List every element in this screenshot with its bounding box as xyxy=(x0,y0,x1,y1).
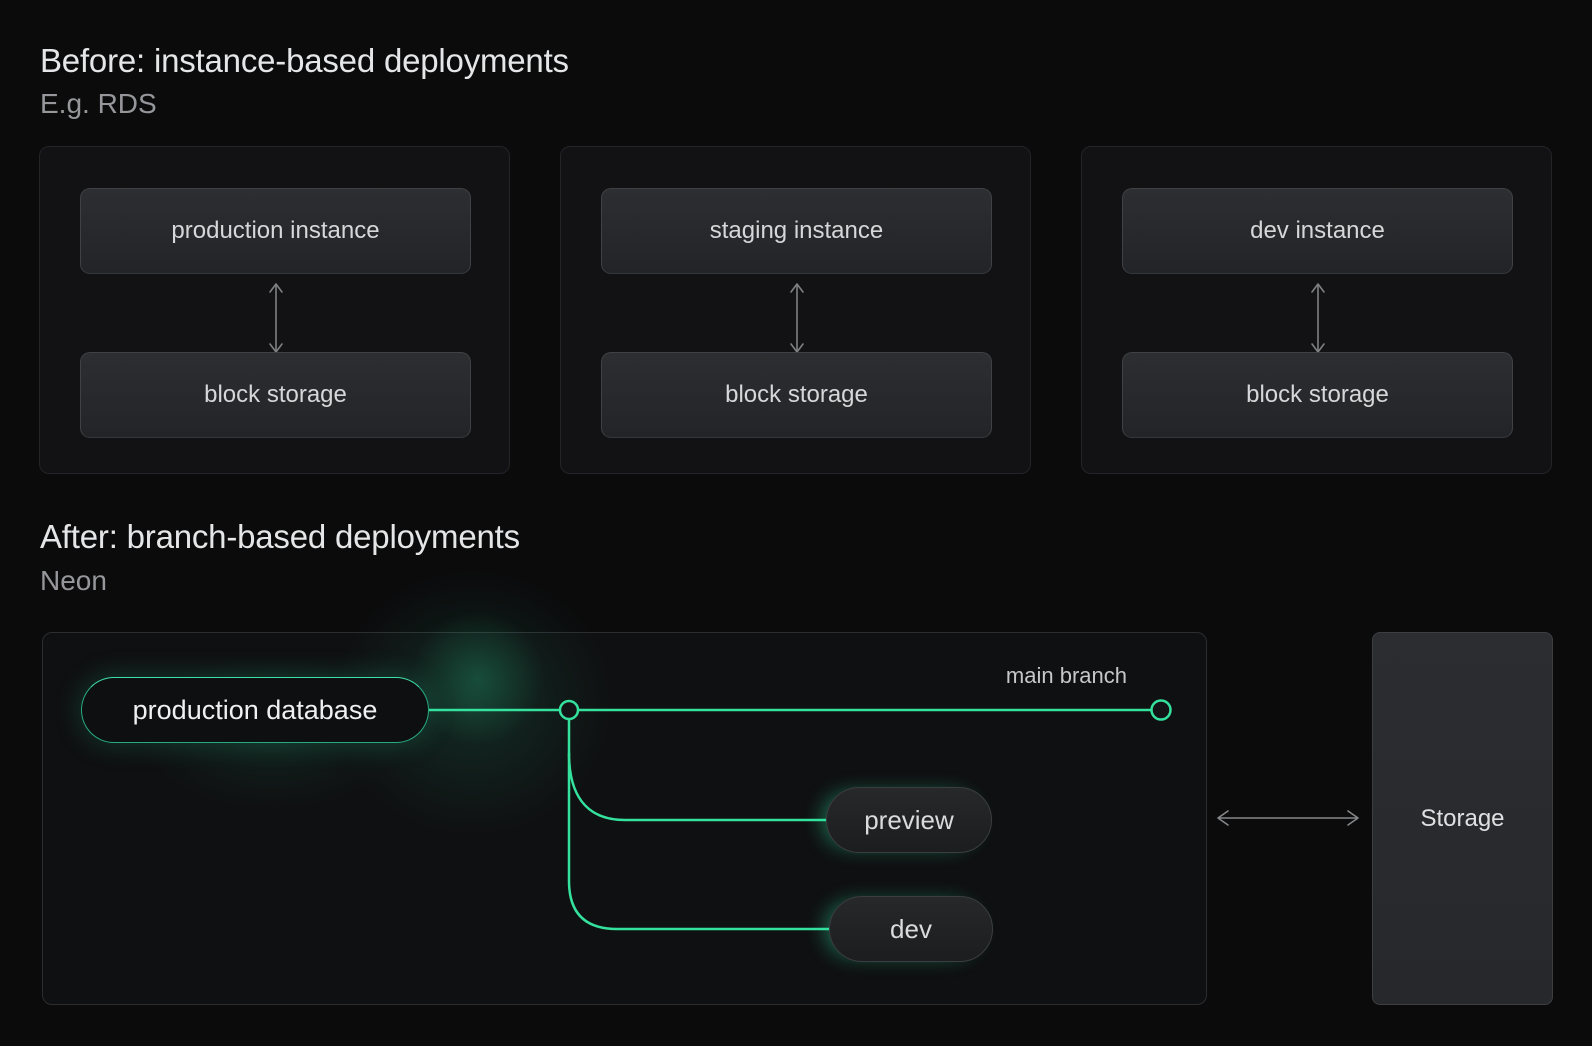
branch-point-icon xyxy=(558,699,580,721)
instance-card-dev: dev instance block storage xyxy=(1081,146,1552,474)
block-storage-node: block storage xyxy=(1122,352,1513,438)
branch-lines xyxy=(429,699,1172,931)
double-arrow-vertical-icon xyxy=(269,283,283,353)
block-storage-node: block storage xyxy=(601,352,992,438)
storage-box: Storage xyxy=(1372,632,1553,1005)
instance-card-staging: staging instance block storage xyxy=(560,146,1031,474)
before-section-title: Before: instance-based deployments xyxy=(40,42,569,79)
double-arrow-horizontal-icon xyxy=(1217,810,1359,826)
preview-branch-pill: preview xyxy=(826,787,992,853)
production-database-pill: production database xyxy=(81,677,429,743)
double-arrow-vertical-icon xyxy=(790,283,804,353)
main-branch-label: main branch xyxy=(1005,663,1127,688)
double-arrow-vertical-icon xyxy=(1311,283,1325,353)
instance-card-production: production instance block storage xyxy=(39,146,510,474)
instance-node: production instance xyxy=(80,188,471,274)
block-storage-node: block storage xyxy=(80,352,471,438)
instance-node: dev instance xyxy=(1122,188,1513,274)
preview-branch-line xyxy=(567,752,826,822)
branch-end-icon xyxy=(1150,699,1172,721)
after-section-subtitle: Neon xyxy=(40,565,107,596)
after-section-title: After: branch-based deployments xyxy=(40,518,520,555)
before-section-subtitle: E.g. RDS xyxy=(40,88,157,119)
dev-branch-line xyxy=(567,719,829,931)
dev-branch-pill: dev xyxy=(829,896,993,962)
storage-label: Storage xyxy=(1420,804,1505,832)
branch-flow-container: main branch production database preview … xyxy=(42,513,1207,1005)
instance-node: staging instance xyxy=(601,188,992,274)
